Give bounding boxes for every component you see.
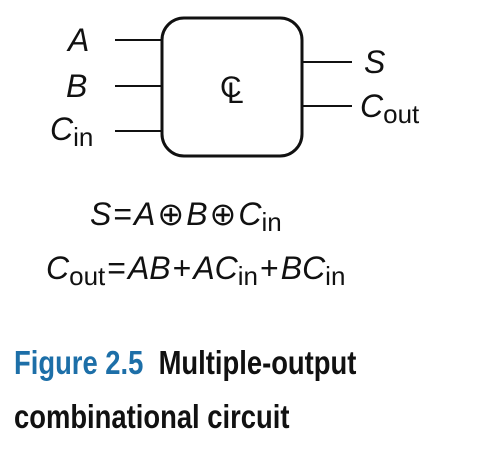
carry-lhs: C: [46, 250, 70, 286]
carry-term-acin-sub: in: [237, 261, 259, 291]
output-label-s: S: [364, 46, 385, 78]
input-cin-name: C: [50, 111, 74, 147]
input-cin-sub: in: [73, 122, 94, 152]
carry-term-b: B: [280, 250, 303, 286]
figure-caption-line2: combinational circuit: [14, 400, 289, 433]
figure-caption-line1: Figure 2.5 Multiple-output: [14, 346, 356, 379]
carry-equals: =: [107, 250, 126, 286]
sum-equation: S=A⊕B⊕Cin: [90, 196, 282, 235]
input-a-name: A: [68, 22, 90, 58]
carry-term-bcin-sub: in: [325, 261, 346, 291]
input-label-b: B: [66, 70, 87, 102]
input-b-name: B: [66, 68, 88, 104]
figure-label: Figure 2.5: [14, 344, 144, 381]
sum-c-sub: in: [261, 207, 282, 237]
input-label-a: A: [68, 24, 89, 56]
sum-equals: =: [113, 196, 133, 232]
carry-term-ab: AB: [127, 250, 171, 286]
sum-a: A: [134, 196, 156, 232]
xor-symbol-1: ⊕: [157, 196, 185, 232]
carry-term-acin-c: C: [214, 250, 238, 286]
input-label-cin: Cin: [50, 111, 93, 150]
cl-logo-l: L: [227, 77, 244, 110]
caption-text-line2: combinational circuit: [14, 398, 290, 435]
sum-b: B: [186, 196, 208, 232]
circuit-diagram: C L: [115, 16, 352, 158]
carry-equation: Cout=AB+ACin+BCin: [46, 250, 345, 289]
carry-lhs-sub: out: [69, 261, 106, 291]
output-cout-name: C: [360, 88, 384, 124]
plus-symbol-2: +: [260, 250, 279, 286]
cl-logo-c: C: [220, 71, 242, 104]
sum-c: C: [238, 196, 262, 232]
carry-term-bcin-c: C: [302, 250, 326, 286]
plus-symbol-1: +: [172, 250, 192, 286]
caption-text-line1: Multiple-output: [158, 344, 357, 381]
output-s-name: S: [364, 44, 386, 80]
output-label-cout: Cout: [360, 88, 419, 127]
sum-lhs: S: [90, 196, 112, 232]
carry-term-a: A: [193, 250, 215, 286]
cl-logo: C L: [220, 71, 244, 110]
xor-symbol-2: ⊕: [209, 196, 237, 232]
output-cout-sub: out: [383, 99, 420, 129]
